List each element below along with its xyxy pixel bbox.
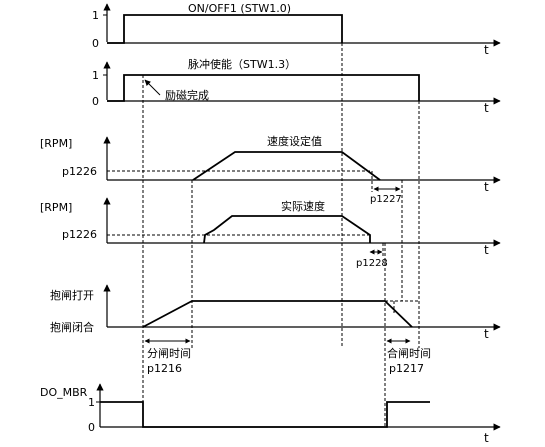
brake-open-label: 抱闸打开 [50,288,94,302]
pulse-signal [107,74,420,102]
track-on-off: 1 0 ON/OFF1 (STW1.0) t [92,2,501,57]
actual-signal [203,215,371,244]
brake-signal [142,300,413,328]
do-mbr-level-low: 0 [88,421,95,434]
pulse-level-high: 1 [92,69,99,82]
on-off-time-label: t [484,43,489,57]
p1228-label: p1228 [356,258,388,269]
setpoint-unit: [RPM] [40,137,72,150]
timing-annotations: 分闸时间 p1216 合闸时间 p1217 [144,338,431,375]
guide-lines [142,43,420,427]
open-time-param: p1216 [147,362,182,375]
track-speed-setpoint: [RPM] p1226 速度设定值 p1227 t [40,134,501,205]
track-actual-speed: [RPM] p1226 实际速度 p1228 t [40,197,501,269]
actual-title: 实际速度 [281,199,325,213]
track-do-mbr: DO_MBR 1 0 t [40,383,501,445]
excitation-complete-label: 励磁完成 [165,88,209,102]
actual-threshold-label: p1226 [62,228,97,241]
brake-closed-label: 抱闸闭合 [50,320,94,334]
actual-unit: [RPM] [40,201,72,214]
setpoint-time-label: t [484,180,489,194]
on-off-level-low: 0 [92,37,99,50]
pulse-title: 脉冲使能（STW1.3） [188,57,296,71]
pulse-level-low: 0 [92,95,99,108]
track-pulse-enable: 1 0 脉冲使能（STW1.3） 励磁完成 t [92,57,501,115]
on-off-title: ON/OFF1 (STW1.0) [188,2,291,15]
setpoint-threshold-label: p1226 [62,165,97,178]
setpoint-title: 速度设定值 [267,134,322,148]
on-off-level-high: 1 [92,9,99,22]
p1227-label: p1227 [370,194,402,205]
actual-time-label: t [484,243,489,257]
close-time-param: p1217 [389,362,424,375]
on-off-signal [107,14,343,44]
do-mbr-signal [100,401,430,428]
pulse-time-label: t [484,101,489,115]
do-mbr-time-label: t [484,431,489,445]
setpoint-signal [192,151,381,181]
do-mbr-title: DO_MBR [40,386,88,399]
open-time-label: 分闸时间 [147,347,191,360]
close-time-label: 合闸时间 [387,346,431,360]
brake-time-label: t [484,327,489,341]
excitation-pointer-arrow [144,79,161,96]
track-brake: 抱闸打开 抱闸闭合 t [50,284,501,341]
do-mbr-level-high: 1 [88,396,95,409]
